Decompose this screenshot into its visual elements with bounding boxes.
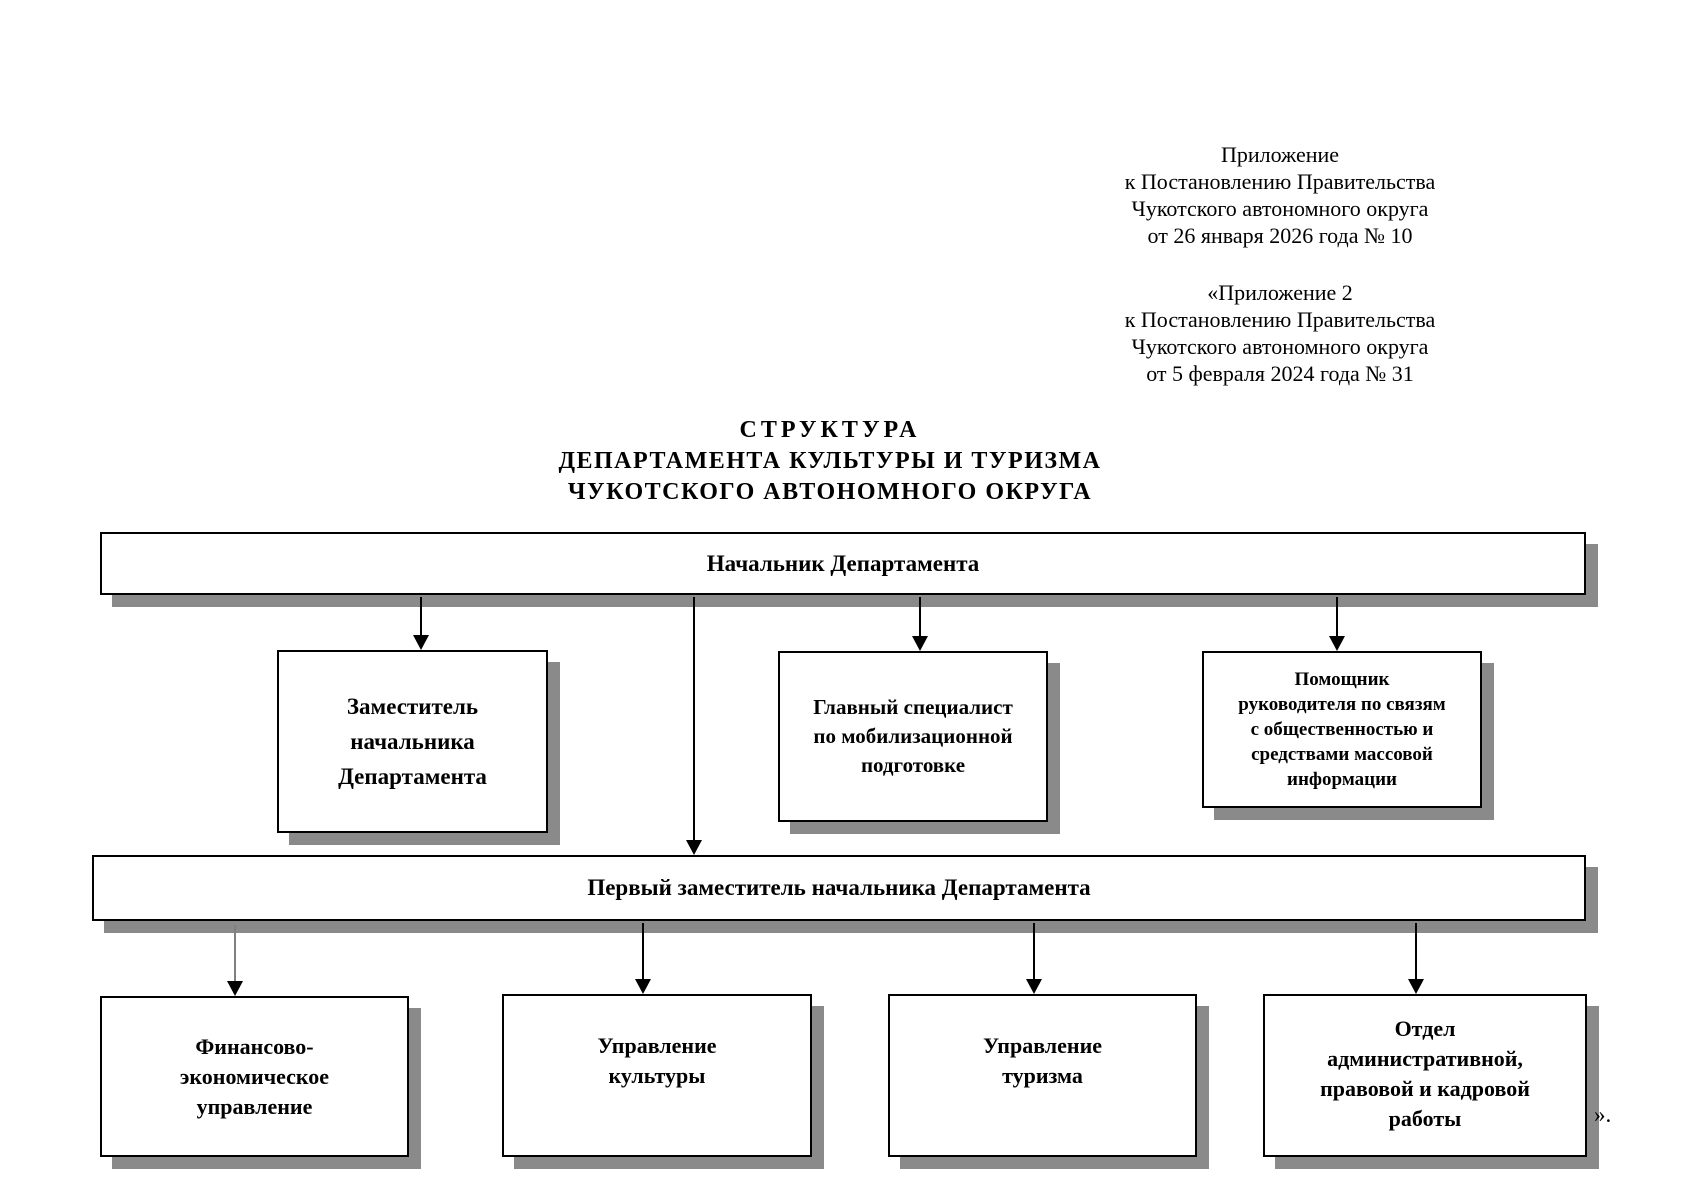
arrow-down-icon [686, 840, 702, 855]
org-box-first-deputy-head: Первый заместитель начальника Департамен… [92, 855, 1586, 921]
closing-quote-mark: ». [1594, 1102, 1612, 1127]
org-box-finance-economic-directorate: Финансово- экономическое управление [100, 996, 409, 1157]
arrow-down-icon [912, 636, 928, 651]
arrow-down-icon [413, 635, 429, 650]
org-box-chief-specialist-mobilization: Главный специалист по мобилизационной по… [778, 651, 1048, 822]
connector-line-division-4 [1415, 923, 1417, 980]
doc-title-line-1: СТРУКТУРА [739, 417, 921, 443]
org-box-culture-directorate: Управление культуры [502, 994, 812, 1157]
connector-line-deputy-3 [1336, 597, 1338, 637]
connector-line-deputy-1 [420, 597, 422, 636]
arrow-down-icon [1329, 636, 1345, 651]
connector-line-deputy-2 [919, 597, 921, 637]
org-box-head-of-department: Начальник Департамента [100, 532, 1586, 595]
arrow-down-icon [1408, 979, 1424, 994]
connector-line-first-deputy [693, 597, 695, 841]
connector-line-division-1 [234, 925, 236, 982]
org-box-assistant-public-relations: Помощник руководителя по связям с общест… [1202, 651, 1482, 808]
appendix-annotation-block-1: Приложение к Постановлению Правительства… [1124, 142, 1436, 248]
appendix-annotation-block-2: «Приложение 2 к Постановлению Правительс… [1124, 280, 1436, 386]
connector-line-division-3 [1033, 923, 1035, 980]
org-box-tourism-directorate: Управление туризма [888, 994, 1197, 1157]
arrow-down-icon [1026, 979, 1042, 994]
arrow-down-icon [635, 979, 651, 994]
arrow-down-icon [227, 981, 243, 996]
org-box-deputy-head: Заместитель начальника Департамента [277, 650, 548, 833]
org-box-administrative-legal-hr-department: Отдел административной, правовой и кадро… [1263, 994, 1587, 1157]
doc-title-line-3: ЧУКОТСКОГО АВТОНОМНОГО ОКРУГА [567, 479, 1093, 505]
doc-title-line-2: ДЕПАРТАМЕНТА КУЛЬТУРЫ И ТУРИЗМА [558, 448, 1102, 474]
connector-line-division-2 [642, 923, 644, 980]
